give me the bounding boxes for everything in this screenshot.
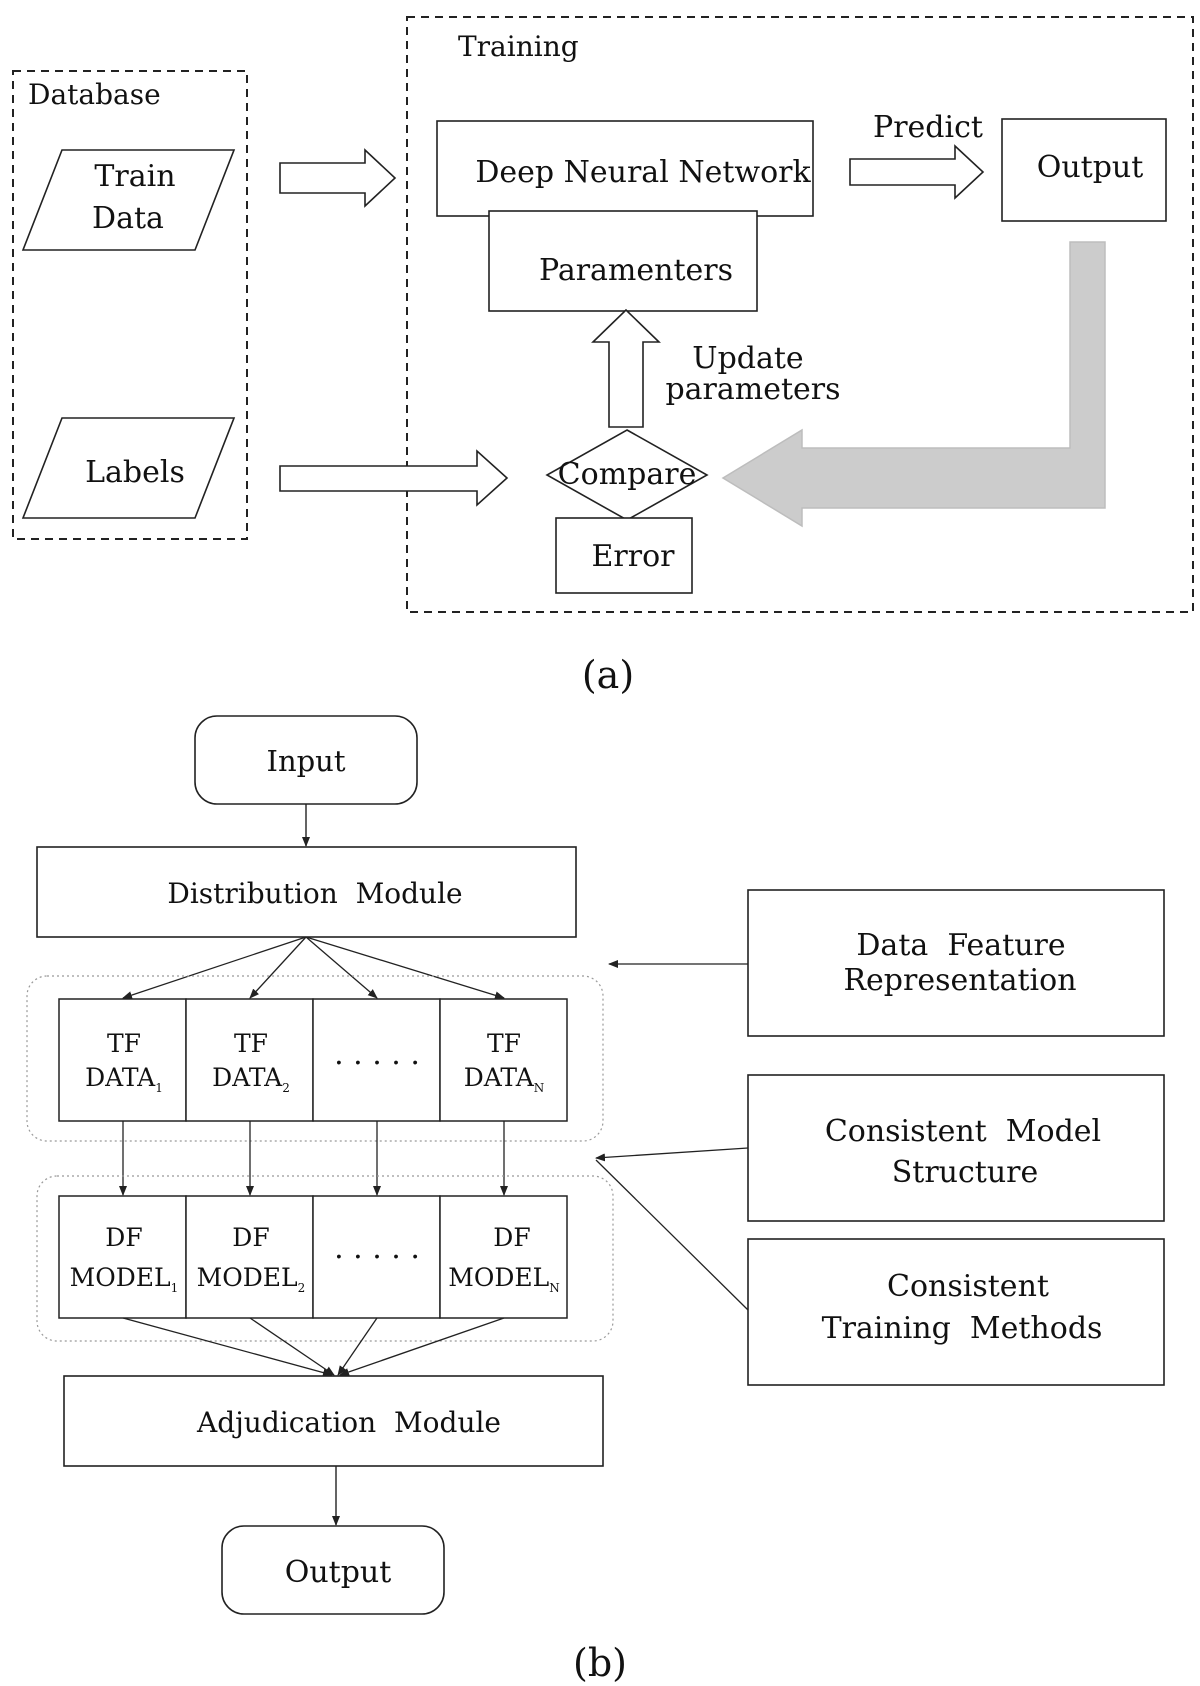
df-2-bottom: MODEL2: [197, 1263, 306, 1295]
labels-shape: [21, 417, 236, 519]
df-n-bottom: MODELN: [448, 1263, 560, 1295]
train-to-training-arrow: [279, 148, 397, 208]
fan-arrow-1: [122, 936, 307, 999]
consistent-training-box: [747, 1238, 1165, 1386]
train-data-shape: [21, 149, 236, 251]
error-box: [555, 517, 693, 594]
training-group: [406, 16, 1194, 613]
labels-text: Labels: [85, 455, 185, 490]
consistent-training-line1: Consistent: [887, 1269, 1049, 1304]
tf-cell-3: [312, 998, 441, 1122]
predict-label: Predict: [873, 110, 983, 145]
distribution-text: Distribution Module: [167, 877, 462, 910]
consistent-model-line2: Structure: [892, 1155, 1039, 1190]
df-ellipsis: . . . . .: [334, 1231, 420, 1266]
output-box-a: [1001, 118, 1167, 222]
fan-arrow-3: [305, 936, 378, 999]
distribution-box: [36, 846, 577, 938]
consistent-model-box: [747, 1074, 1165, 1222]
data-feature-line1: Data Feature: [856, 928, 1065, 963]
consistent-model-arrow: [595, 1147, 749, 1162]
parameters-text: Paramenters: [539, 253, 733, 288]
tf-n-bottom: DATAN: [464, 1063, 545, 1095]
df-cell-3: [312, 1195, 441, 1319]
tf-2-bottom: DATA2: [212, 1063, 290, 1095]
df-n-base: MODEL: [448, 1263, 549, 1292]
adjudication-box: [63, 1375, 604, 1467]
tf-2-sub: 2: [282, 1081, 290, 1095]
caption-a: (a): [582, 653, 634, 697]
df-cell-4: [439, 1195, 568, 1319]
update-arrow: [591, 308, 661, 428]
df-2-base: MODEL: [197, 1263, 298, 1292]
tf-1-top: TF: [107, 1029, 141, 1058]
output-text-a: Output: [1037, 150, 1144, 185]
training-title: Training: [458, 30, 579, 63]
df-1-top: DF: [105, 1223, 142, 1252]
caption-b: (b): [573, 1641, 627, 1685]
tf-1-base: DATA: [85, 1063, 156, 1092]
data-feature-line2: Representation: [843, 963, 1076, 998]
df-to-adj-3: [337, 1317, 378, 1376]
tf-group: [26, 975, 604, 1142]
panel-a: Database Train Data Labels Training Deep…: [12, 16, 1194, 697]
fan-arrow-2: [249, 936, 307, 999]
database-title: Database: [28, 78, 161, 111]
data-feature-box: [747, 889, 1165, 1037]
df-group: [36, 1175, 614, 1342]
df-1-base: MODEL: [70, 1263, 171, 1292]
consistent-training-line2: Training Methods: [822, 1311, 1103, 1346]
database-group: [12, 70, 248, 540]
df-to-adj-1: [122, 1317, 333, 1377]
tf-2-base: DATA: [212, 1063, 283, 1092]
tf-n-base: DATA: [464, 1063, 535, 1092]
tf-n-sub: N: [534, 1081, 545, 1095]
tf-1-bottom: DATA1: [85, 1063, 163, 1095]
df-n-sub: N: [549, 1281, 560, 1295]
df-2-sub: 2: [298, 1281, 306, 1295]
tf-1-sub: 1: [155, 1081, 163, 1095]
dnn-text: Deep Neural Network: [475, 155, 811, 190]
train-data-line2: Data: [92, 201, 164, 236]
update-line1: Update: [692, 341, 803, 376]
tf-cell-2: [185, 998, 314, 1122]
tf-2-top: TF: [234, 1029, 268, 1058]
consistent-training-arrow: [595, 1159, 749, 1311]
df-to-adj-4: [339, 1317, 505, 1376]
df-1-bottom: MODEL1: [70, 1263, 179, 1295]
tf-cell-4: [439, 998, 568, 1122]
feedback-arrow: [721, 241, 1106, 528]
update-line2: parameters: [665, 372, 840, 407]
labels-to-compare-arrow: [279, 449, 509, 507]
fan-arrow-4: [305, 936, 505, 1000]
dnn-box: [436, 120, 814, 217]
consistent-model-line1: Consistent Model: [825, 1114, 1101, 1149]
panel-b: Input Distribution Module TF DATA1 TF DA…: [26, 715, 1165, 1685]
df-2-top: DF: [232, 1223, 269, 1252]
tf-n-top: TF: [487, 1029, 521, 1058]
train-data-line1: Train: [94, 159, 175, 194]
predict-arrow: [849, 144, 985, 200]
df-to-adj-2: [249, 1317, 335, 1376]
error-text: Error: [592, 539, 676, 574]
parameters-box: [488, 210, 758, 312]
tf-cell-1: [58, 998, 187, 1122]
df-cell-2: [185, 1195, 314, 1319]
df-n-top: DF: [493, 1223, 530, 1252]
output-box-b: [221, 1525, 445, 1615]
tf-ellipsis: . . . . .: [334, 1037, 420, 1072]
df-1-sub: 1: [171, 1281, 179, 1295]
df-cell-1: [58, 1195, 187, 1319]
output-text-b: Output: [285, 1555, 392, 1590]
adjudication-text: Adjudication Module: [196, 1406, 501, 1439]
compare-text: Compare: [558, 457, 697, 492]
input-text: Input: [266, 744, 345, 778]
